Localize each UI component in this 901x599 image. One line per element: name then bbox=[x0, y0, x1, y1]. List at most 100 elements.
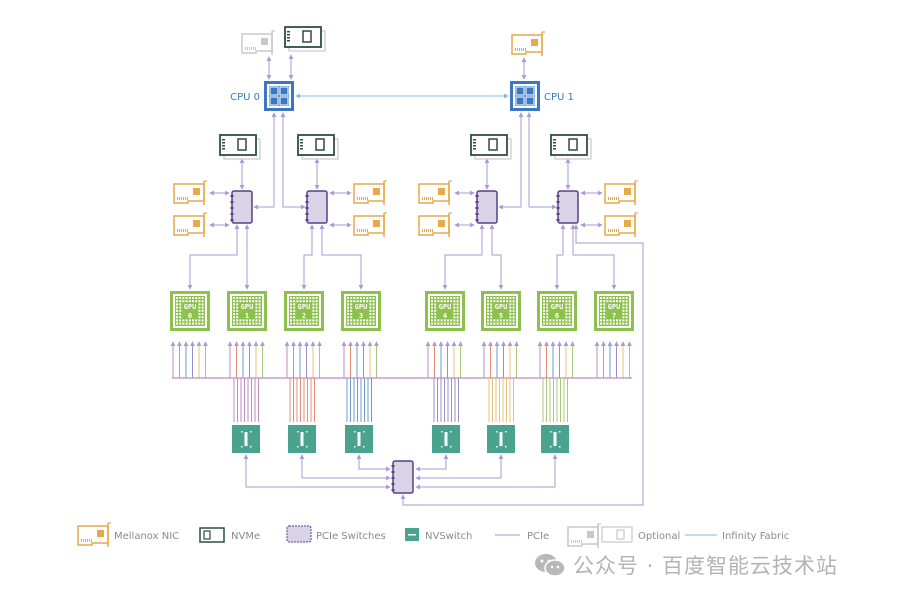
gpu-cell bbox=[312, 300, 315, 303]
nvswitch-dot bbox=[363, 446, 365, 448]
gpu-cell bbox=[198, 316, 201, 319]
gpu-cell bbox=[302, 300, 305, 303]
nic-pin bbox=[245, 47, 246, 50]
nvswitch-bar bbox=[553, 432, 557, 446]
gpu-cell bbox=[431, 303, 433, 306]
pcie-switch-pin bbox=[305, 213, 309, 215]
pcie-link bbox=[301, 224, 315, 290]
gpu-cell bbox=[306, 300, 308, 303]
gpu-cell bbox=[176, 316, 178, 319]
nic-pin bbox=[85, 539, 86, 542]
nvswitch-bar bbox=[444, 432, 448, 446]
gpu-cell bbox=[555, 297, 558, 299]
pcie-switch-pin bbox=[230, 207, 234, 209]
gpu-cell bbox=[372, 297, 375, 299]
gpu-cell bbox=[437, 322, 440, 325]
gpu-cell bbox=[625, 297, 628, 299]
gpu-cell bbox=[179, 306, 182, 309]
gpu-cell bbox=[606, 297, 609, 299]
gpu-cell bbox=[622, 322, 625, 325]
gpu-cell bbox=[568, 322, 571, 325]
gpu-cell bbox=[512, 322, 515, 325]
gpu-cell bbox=[565, 322, 568, 325]
gpu-cell bbox=[249, 322, 251, 325]
gpu-cell bbox=[258, 316, 261, 319]
nvme-pin bbox=[473, 139, 476, 141]
nic-pin bbox=[422, 229, 423, 232]
gpu-cell bbox=[350, 309, 353, 312]
gpu-cell bbox=[568, 319, 571, 322]
nic-pin bbox=[515, 48, 516, 51]
gpu-cell bbox=[555, 300, 558, 303]
gpu-cell bbox=[350, 316, 353, 319]
gpu-cell bbox=[506, 322, 509, 325]
nic-chip bbox=[373, 220, 380, 227]
nvswitch-dot bbox=[250, 446, 252, 448]
pcie-switch-pin bbox=[305, 219, 309, 221]
gpu-cell bbox=[312, 319, 315, 322]
gpu-cell bbox=[450, 300, 453, 303]
gpu-cell bbox=[609, 300, 612, 303]
nvme-pin bbox=[222, 148, 225, 150]
nic-pin bbox=[430, 197, 431, 200]
gpu-cell bbox=[233, 306, 235, 309]
gpu-cell bbox=[312, 297, 315, 299]
gpu-cell bbox=[622, 300, 625, 303]
pcie-switch-1 bbox=[305, 190, 328, 224]
gpu-cell bbox=[201, 306, 204, 309]
gpu-cell bbox=[201, 313, 204, 315]
cpu-switch-link bbox=[526, 112, 557, 210]
gpu-cell bbox=[347, 313, 349, 315]
nic-pin bbox=[618, 229, 619, 232]
gpu-cell bbox=[600, 322, 602, 325]
gpu-cell bbox=[625, 303, 628, 306]
gpu-cell bbox=[306, 297, 308, 299]
gpu-cell bbox=[179, 303, 182, 306]
pcie-link bbox=[187, 224, 240, 290]
gpu-cell bbox=[350, 303, 353, 306]
gpu-cell bbox=[565, 309, 568, 312]
gpu-cell bbox=[290, 319, 292, 322]
gpu-cell bbox=[603, 313, 606, 315]
nic-pin bbox=[247, 47, 248, 50]
gpu-cell bbox=[496, 300, 499, 303]
nvme-0 bbox=[219, 134, 261, 160]
gpu-cell bbox=[366, 322, 369, 325]
nic-pin bbox=[183, 197, 184, 200]
mellanox-nic bbox=[353, 180, 387, 205]
mellanox-nic bbox=[604, 180, 638, 205]
gpu-cell bbox=[509, 303, 512, 306]
pcie-switch-pin bbox=[556, 201, 560, 203]
nvswitch-dot bbox=[241, 446, 243, 448]
gpu-cell bbox=[233, 322, 235, 325]
gpu-cell bbox=[609, 297, 612, 299]
gpu-cell bbox=[543, 309, 545, 312]
gpu-cell bbox=[192, 297, 194, 299]
gpu-cell bbox=[176, 322, 178, 325]
gpu-cell bbox=[443, 322, 446, 325]
pcie-switch-body bbox=[476, 190, 498, 224]
gpu-cell bbox=[543, 297, 545, 299]
legend-nvme-chip bbox=[203, 530, 211, 540]
gpu-cell bbox=[296, 297, 299, 299]
gpu-cell bbox=[568, 306, 571, 309]
nvme-pin bbox=[300, 139, 303, 141]
gpu-cell bbox=[236, 300, 239, 303]
gpu-cell bbox=[198, 297, 201, 299]
nvswitch-dot bbox=[496, 431, 498, 433]
nic-pin bbox=[87, 539, 88, 542]
nvswitch-bar bbox=[357, 432, 361, 446]
gpu-cell bbox=[616, 322, 618, 325]
gpu-cell bbox=[453, 316, 456, 319]
gpu-cell bbox=[293, 300, 296, 303]
gpu-cell bbox=[447, 297, 449, 299]
gpu-cell bbox=[447, 322, 449, 325]
gpu-cell bbox=[603, 316, 606, 319]
gpu-cell bbox=[616, 319, 618, 322]
nvme-chip bbox=[488, 138, 498, 151]
nic-pin bbox=[519, 48, 520, 51]
gpu-cell bbox=[453, 322, 456, 325]
gpu-index: 6 bbox=[555, 312, 559, 320]
